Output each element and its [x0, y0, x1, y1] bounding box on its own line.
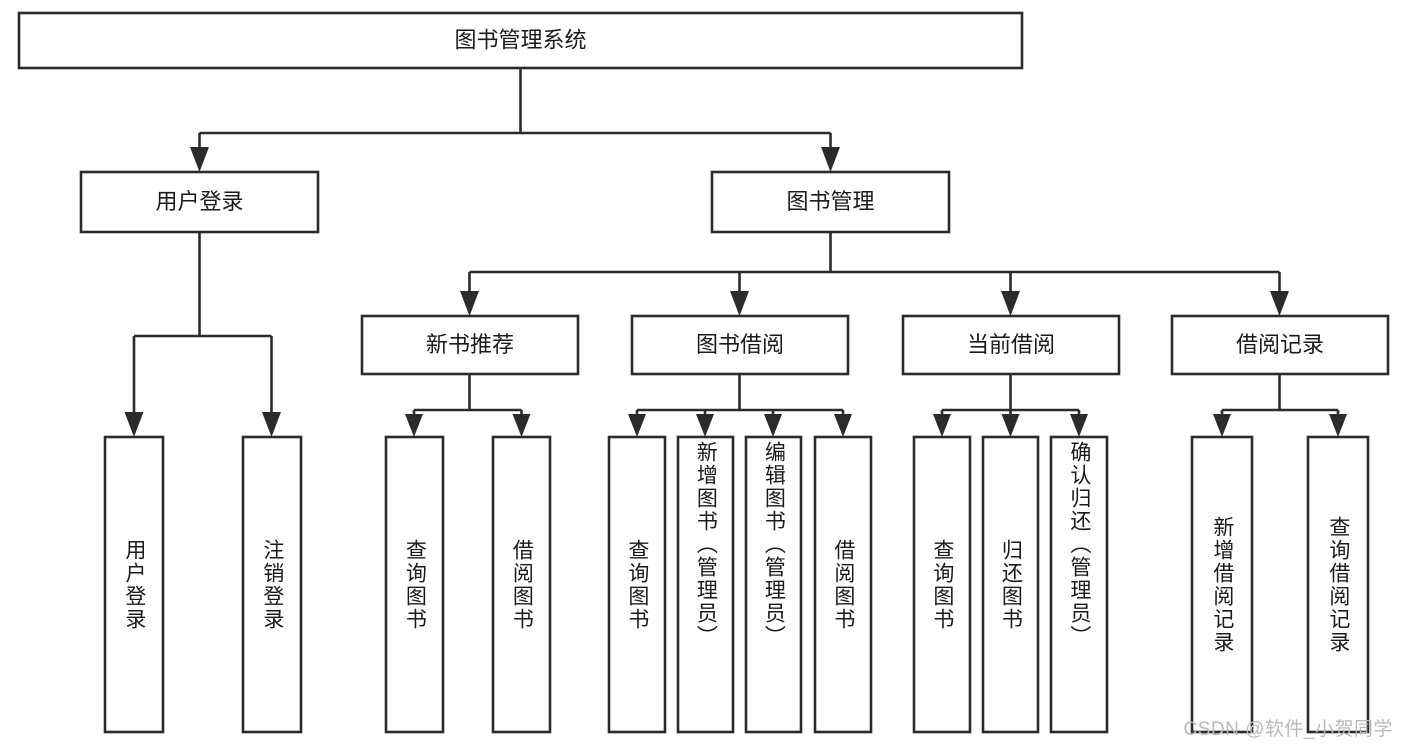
arrowhead-leaf-borrow-book-2	[834, 414, 852, 437]
node-root-box[interactable]	[17, 11, 1024, 70]
arrowhead-leaf-borrow-book-1	[512, 414, 531, 437]
arrowhead-user-login	[190, 147, 209, 172]
connector-group-current-borrow	[933, 374, 1088, 437]
node-new-book-rec[interactable]: 新书推荐	[360, 314, 580, 376]
arrowhead-leaf-return-book	[1001, 414, 1020, 437]
leaf-box-query-book-3[interactable]	[912, 435, 972, 734]
node-borrow-record-box[interactable]	[1170, 314, 1390, 376]
node-user-login-label: 用户登录	[155, 189, 243, 214]
connector-group-new-book-rec	[405, 374, 531, 437]
leaf-box-borrow-book-1[interactable]	[491, 435, 552, 734]
node-current-borrow-box[interactable]	[901, 314, 1121, 376]
node-root-label: 图书管理系统	[454, 27, 586, 52]
arrowhead-borrow-record	[1270, 291, 1289, 316]
arrowhead-new-book-rec	[460, 291, 479, 316]
node-book-borrow-box[interactable]	[630, 314, 850, 376]
connector-group-user-login	[124, 232, 281, 437]
node-borrow-record-label: 借阅记录	[1236, 332, 1324, 357]
node-new-book-rec-box[interactable]	[360, 314, 580, 376]
node-user-login-box[interactable]	[79, 170, 320, 234]
arrowhead-book-manage	[821, 147, 840, 172]
leaf-box-add-book[interactable]	[676, 435, 735, 734]
arrowhead-current-borrow	[1001, 291, 1020, 316]
leaf-box-query-book-1[interactable]	[384, 435, 445, 734]
arrowhead-leaf-query-book-3	[933, 414, 951, 437]
arrowhead-leaf-user-login	[124, 412, 144, 437]
leaf-box-add-record[interactable]	[1190, 435, 1254, 734]
arrowhead-leaf-edit-book	[764, 414, 782, 437]
leaf-box-borrow-book-2[interactable]	[813, 435, 873, 734]
arrowhead-leaf-add-book	[696, 414, 714, 437]
connector-group-book-manage	[460, 232, 1289, 316]
node-book-manage-label: 图书管理	[786, 189, 874, 214]
node-new-book-rec-label: 新书推荐	[426, 332, 514, 357]
node-borrow-record[interactable]: 借阅记录	[1170, 314, 1390, 376]
connector-group-book-borrow	[628, 374, 852, 437]
leaf-box-query-record[interactable]	[1306, 435, 1370, 734]
arrowhead-leaf-user-logout	[262, 412, 281, 437]
leaf-box-edit-book[interactable]	[744, 435, 803, 734]
leaf-box-query-book-2[interactable]	[607, 435, 667, 734]
node-user-login[interactable]: 用户登录	[79, 170, 320, 234]
arrowhead-leaf-query-book-2	[628, 414, 646, 437]
node-book-manage[interactable]: 图书管理	[710, 170, 951, 234]
node-current-borrow-label: 当前借阅	[967, 332, 1055, 357]
leaf-box-user-login[interactable]	[103, 435, 165, 734]
arrowhead-book-borrow	[730, 291, 749, 316]
node-root[interactable]: 图书管理系统	[17, 11, 1024, 70]
connector-group-root	[190, 69, 840, 172]
csdn-watermark: CSDN @软件_小贺同学	[1183, 719, 1393, 740]
leaf-box-confirm-return[interactable]	[1049, 435, 1109, 734]
leaf-boxes	[103, 435, 1370, 734]
leaf-box-return-book[interactable]	[981, 435, 1040, 734]
leaf-box-user-logout[interactable]	[241, 435, 303, 734]
connector-group-borrow-record	[1213, 374, 1347, 437]
arrowhead-leaf-query-book-1	[405, 414, 423, 437]
arrowhead-leaf-query-record	[1329, 414, 1347, 437]
arrowhead-leaf-confirm-return	[1070, 414, 1088, 437]
arrowhead-leaf-add-record	[1213, 414, 1231, 437]
node-book-borrow-label: 图书借阅	[696, 332, 784, 357]
node-current-borrow[interactable]: 当前借阅	[901, 314, 1121, 376]
node-book-borrow[interactable]: 图书借阅	[630, 314, 850, 376]
node-book-manage-box[interactable]	[710, 170, 951, 234]
